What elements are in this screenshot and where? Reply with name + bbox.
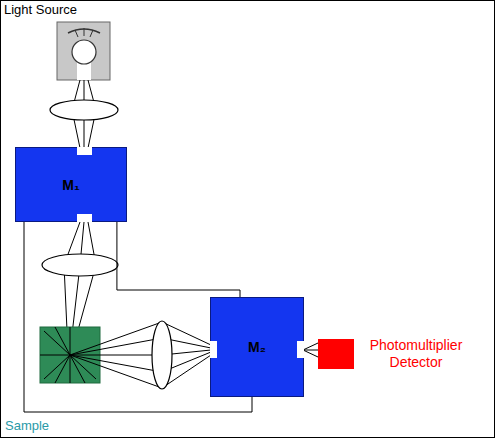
lens: [50, 100, 118, 120]
detector-label: Photomultiplier Detector: [358, 337, 474, 371]
sample-label: Sample: [5, 418, 49, 433]
monochromator-label: M₁: [62, 177, 79, 193]
slit: [210, 341, 217, 358]
lamp-housing: [57, 22, 110, 80]
detector-box: [318, 339, 354, 369]
housing-line: [117, 222, 240, 297]
slit: [297, 341, 304, 358]
light-source-label: Light Source: [4, 2, 77, 17]
lamp-rays: [75, 28, 93, 37]
detector-unit: Photomultiplier Detector: [318, 337, 478, 371]
monochromator-label: M₂: [248, 339, 266, 355]
slit: [77, 147, 92, 155]
monochromator-box: M₁: [15, 147, 127, 222]
lamp-bulb: [72, 40, 96, 64]
light-beam: [70, 322, 211, 388]
monochromator-box: M₂: [210, 297, 304, 397]
lens: [42, 254, 118, 276]
slit: [77, 214, 92, 222]
lens: [152, 321, 172, 389]
light-beam: [303, 343, 318, 357]
